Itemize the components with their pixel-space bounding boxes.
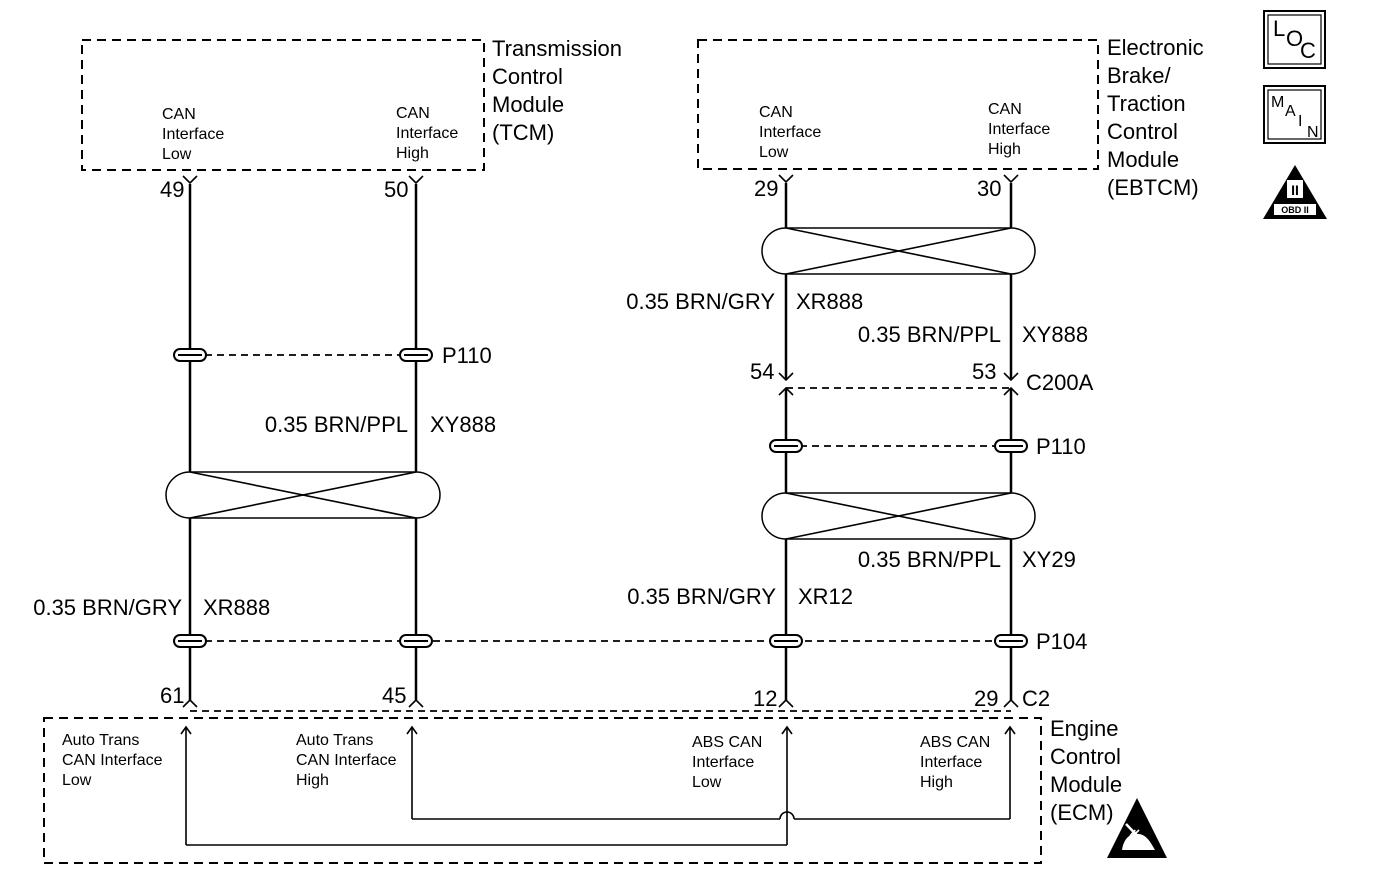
svg-text:II: II <box>1291 182 1299 198</box>
ebtcm-low-lower-wire-circuit: XR12 <box>798 584 853 609</box>
tcm-high-wire-spec: 0.35 BRN/PPL <box>265 412 408 437</box>
ebtcm-high-upper-wire-spec: 0.35 BRN/PPL <box>858 322 1001 347</box>
tcm-low-wire-spec: 0.35 BRN/GRY <box>33 595 182 620</box>
svg-text:A: A <box>1285 103 1296 120</box>
p104-splice-label: P104 <box>1036 629 1087 654</box>
ebtcm-module-box <box>697 39 1099 170</box>
tcm-low-wire-circuit: XR888 <box>203 595 270 620</box>
ecm-internal-bus-wiring <box>180 725 1016 846</box>
svg-text:N: N <box>1307 124 1319 141</box>
twisted-pair-icon-ebtcm-upper <box>761 227 1036 275</box>
ecm-module-box <box>43 717 1042 864</box>
ebtcm-low-upper-wire-circuit: XR888 <box>796 289 863 314</box>
tcm-can-high-pin-number: 50 <box>384 177 408 202</box>
ebtcm-low-lower-wire-spec: 0.35 BRN/GRY <box>627 584 776 609</box>
ecm-auto-trans-can-high-terminal-label: Auto Trans CAN Interface High <box>296 732 401 789</box>
ecm-abs-can-low-terminal-label: ABS CAN Interface Low <box>692 734 767 791</box>
ecm-auto-trans-low-pin-number: 61 <box>160 683 184 708</box>
esd-warning-icon <box>1107 798 1167 858</box>
tcm-module-box <box>81 39 485 171</box>
ebtcm-high-lower-wire-spec: 0.35 BRN/PPL <box>858 547 1001 572</box>
splice-clip-icons <box>173 348 1028 648</box>
tcm-can-low-terminal-label: CAN Interface Low <box>162 106 229 163</box>
ecm-abs-low-pin-number: 12 <box>753 686 777 711</box>
twisted-pair-icon-tcm <box>165 471 441 519</box>
ebtcm-low-upper-wire-spec: 0.35 BRN/GRY <box>626 289 775 314</box>
ebtcm-can-low-pin-number: 29 <box>754 176 778 201</box>
main-symbol: M A I N <box>1263 85 1326 144</box>
ecm-abs-high-pin-number: 29 <box>974 686 998 711</box>
p110-right-splice-label: P110 <box>1036 434 1086 459</box>
c200a-high-pin-number: 53 <box>972 359 996 384</box>
svg-text:M: M <box>1271 94 1284 111</box>
ebtcm-can-high-pin-number: 30 <box>977 176 1001 201</box>
obd-ii-icon: II OBD II <box>1263 165 1327 219</box>
tcm-can-low-pin-number: 49 <box>160 177 184 202</box>
ebtcm-can-high-terminal-label: CAN Interface High <box>988 101 1055 158</box>
ecm-auto-trans-can-low-terminal-label: Auto Trans CAN Interface Low <box>62 732 167 789</box>
ebtcm-can-low-terminal-label: CAN Interface Low <box>759 104 826 161</box>
ebtcm-high-lower-wire-circuit: XY29 <box>1022 547 1076 572</box>
svg-text:C: C <box>1300 38 1316 63</box>
svg-text:I: I <box>1298 113 1302 130</box>
ecm-abs-can-high-terminal-label: ABS CAN Interface High <box>920 734 995 791</box>
c200a-low-pin-number: 54 <box>750 359 774 384</box>
ecm-auto-trans-high-pin-number: 45 <box>382 683 406 708</box>
loc-symbol: L O C <box>1263 10 1326 69</box>
ebtcm-high-upper-wire-circuit: XY888 <box>1022 322 1088 347</box>
c2-connector-label: C2 <box>1022 686 1050 711</box>
twisted-pair-icon-ebtcm-lower <box>761 492 1036 540</box>
svg-text:O: O <box>1286 26 1303 51</box>
tcm-high-wire-circuit: XY888 <box>430 412 496 437</box>
tcm-module-name: Transmission Control Module (TCM) <box>492 36 628 145</box>
svg-text:L: L <box>1273 16 1285 41</box>
p110-left-splice-label: P110 <box>442 343 492 368</box>
ebtcm-module-name: Electronic Brake/ Traction Control Modul… <box>1107 35 1210 200</box>
svg-text:OBD II: OBD II <box>1281 205 1309 215</box>
c200a-connector-label: C200A <box>1026 370 1094 395</box>
tcm-can-high-terminal-label: CAN Interface High <box>396 105 463 162</box>
ecm-module-name: Engine Control Module (ECM) <box>1050 716 1128 825</box>
